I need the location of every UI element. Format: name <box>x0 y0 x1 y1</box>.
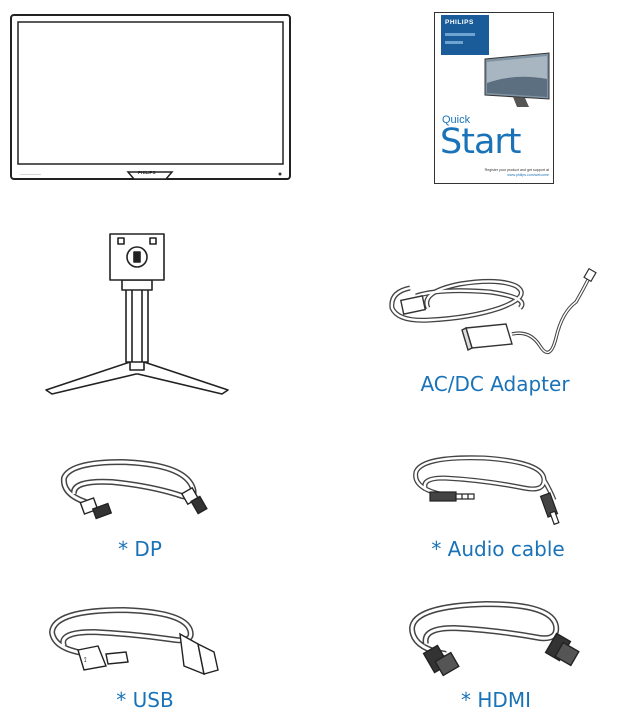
booklet-brand: PHILIPS <box>445 19 474 26</box>
adapter-illustration <box>380 267 602 362</box>
audio-cable-illustration <box>404 450 580 526</box>
booklet-register-line: Register your product and get support at <box>484 168 549 172</box>
usb-caption: * USB <box>116 688 174 712</box>
booklet-header-line <box>445 41 463 44</box>
booklet-header: PHILIPS <box>441 15 489 55</box>
hdmi-cable-illustration <box>406 598 586 682</box>
adapter-caption: AC/DC Adapter <box>420 372 570 396</box>
booklet-start-title: Start <box>440 122 522 162</box>
hdmi-caption: * HDMI <box>461 688 531 712</box>
booklet-register-text: Register your product and get support at… <box>485 168 549 178</box>
monitor-brand-label: PHILIPS <box>138 170 156 175</box>
stand-illustration <box>38 228 236 398</box>
dp-cable-illustration <box>52 456 216 528</box>
svg-text:——————: —————— <box>20 172 42 176</box>
dp-caption: * DP <box>118 537 162 561</box>
booklet-header-line <box>445 33 475 36</box>
booklet-quick-text: Quick <box>442 114 471 126</box>
booklet-monitor-image <box>475 52 555 111</box>
monitor-illustration: —————— PHILIPS <box>10 14 292 184</box>
booklet-register-url: www.philips.com/welcome <box>507 173 549 177</box>
audio-caption: * Audio cable <box>431 537 565 561</box>
quick-start-guide: PHILIPS Quick Start Register your produc… <box>434 12 554 184</box>
svg-text:⟟: ⟟ <box>84 656 87 664</box>
usb-cable-illustration: ⟟ <box>44 604 224 680</box>
